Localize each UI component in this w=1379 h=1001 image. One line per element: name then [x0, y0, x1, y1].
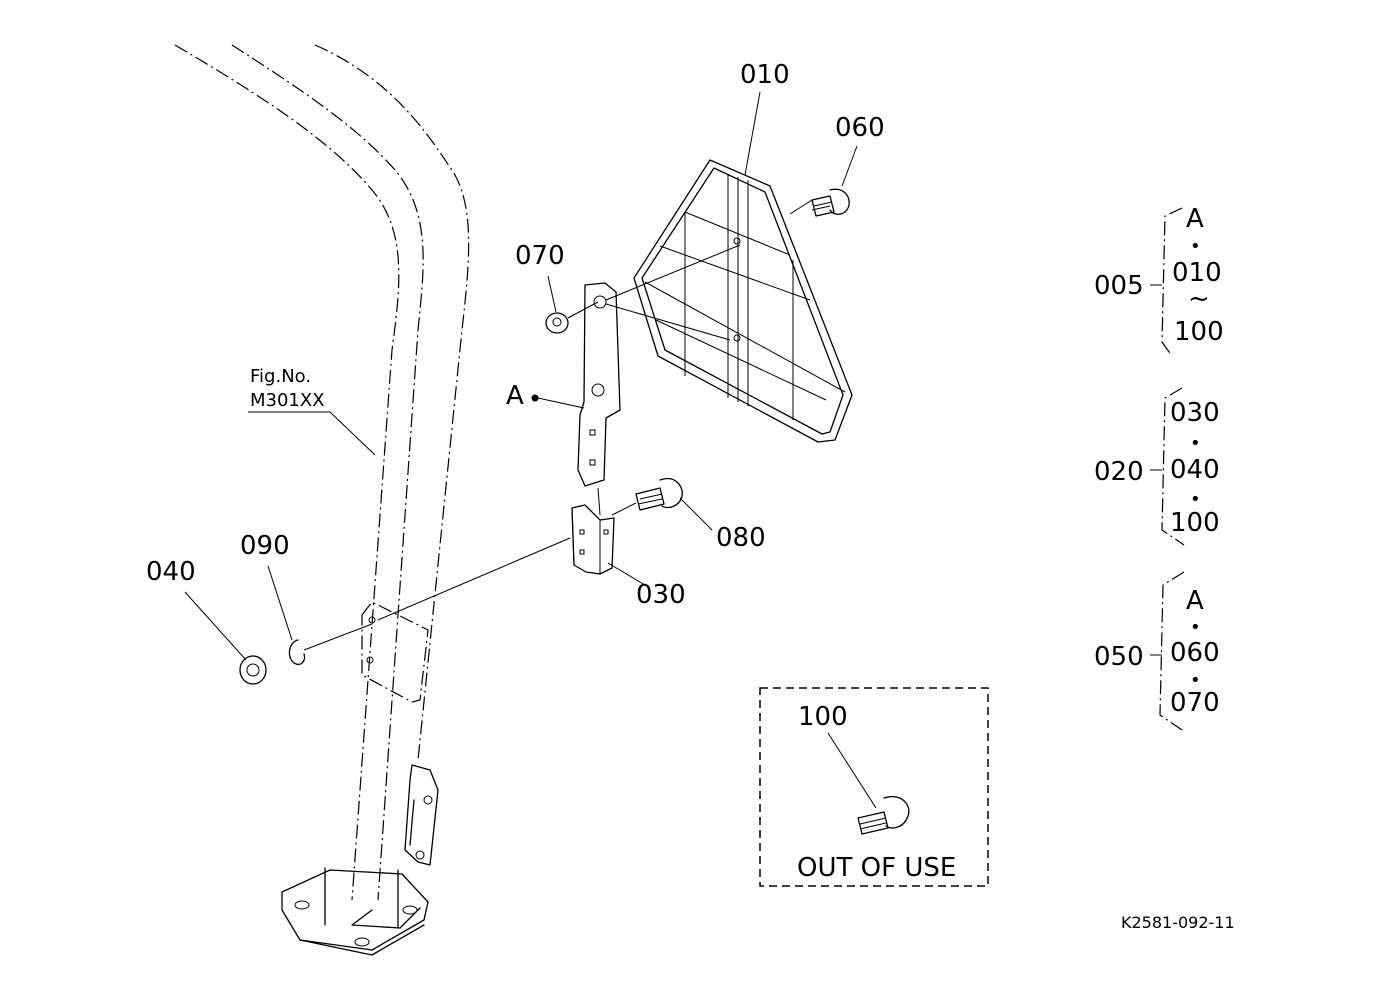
callout-090: 090: [240, 531, 290, 561]
assembly-separator: ~: [1188, 284, 1210, 314]
assembly-part: 060: [1170, 638, 1220, 668]
callout-labels: 010 060 070 A 080 030 090 040: [146, 60, 885, 610]
callout-070: 070: [515, 241, 565, 271]
bolt-080: [611, 477, 683, 516]
assembly-050: 050 A • 060 • 070: [1094, 571, 1220, 731]
assembly-part: A: [1186, 204, 1204, 234]
assembly-id: 005: [1094, 271, 1144, 301]
assembly-part: 030: [1170, 398, 1220, 428]
callout-a: A: [506, 381, 524, 411]
out-of-use-box: 100 OUT OF USE: [759, 687, 989, 887]
fig-ref-line2: M301XX: [250, 390, 325, 411]
reflector-010: [633, 159, 853, 443]
nut-040: [239, 655, 267, 685]
assembly-separator: •: [1190, 670, 1201, 691]
assembly-part: 010: [1172, 258, 1222, 288]
fig-ref-line1: Fig.No.: [250, 366, 311, 387]
callout-040: 040: [146, 557, 196, 587]
assembly-005: 005 A • 010 ~ 100: [1094, 204, 1224, 357]
assembly-id: 020: [1094, 457, 1144, 487]
callout-030: 030: [636, 580, 686, 610]
assembly-id: 050: [1094, 642, 1144, 672]
callout-leaders: [184, 91, 858, 661]
assembly-part: 040: [1170, 455, 1220, 485]
assembly-020: 020 030 • 040 • 100: [1094, 387, 1220, 546]
bolt-060: [789, 188, 850, 217]
assembly-separator: •: [1190, 236, 1201, 257]
bracket-a: [577, 244, 741, 516]
figure-reference: Fig.No. M301XX: [248, 366, 376, 456]
drawing-code: K2581-092-11: [1121, 913, 1235, 932]
hinge-030: [571, 504, 615, 575]
out-of-use-label: OUT OF USE: [797, 853, 956, 883]
out-of-use-part: 100: [798, 702, 848, 732]
assembly-part: 070: [1170, 688, 1220, 718]
assembly-part: 100: [1174, 317, 1224, 347]
nut-070: [545, 301, 599, 334]
assembly-separator: •: [1190, 617, 1201, 638]
callout-080: 080: [716, 523, 766, 553]
point-a-marker: [531, 394, 539, 402]
callout-060: 060: [835, 113, 885, 143]
callout-010: 010: [740, 60, 790, 90]
washer-090: [288, 639, 306, 666]
assembly-separator: •: [1190, 489, 1201, 510]
rops-frame: [174, 44, 470, 956]
assembly-part: 100: [1170, 508, 1220, 538]
assembly-separator: •: [1190, 433, 1201, 454]
assembly-part: A: [1186, 586, 1204, 616]
